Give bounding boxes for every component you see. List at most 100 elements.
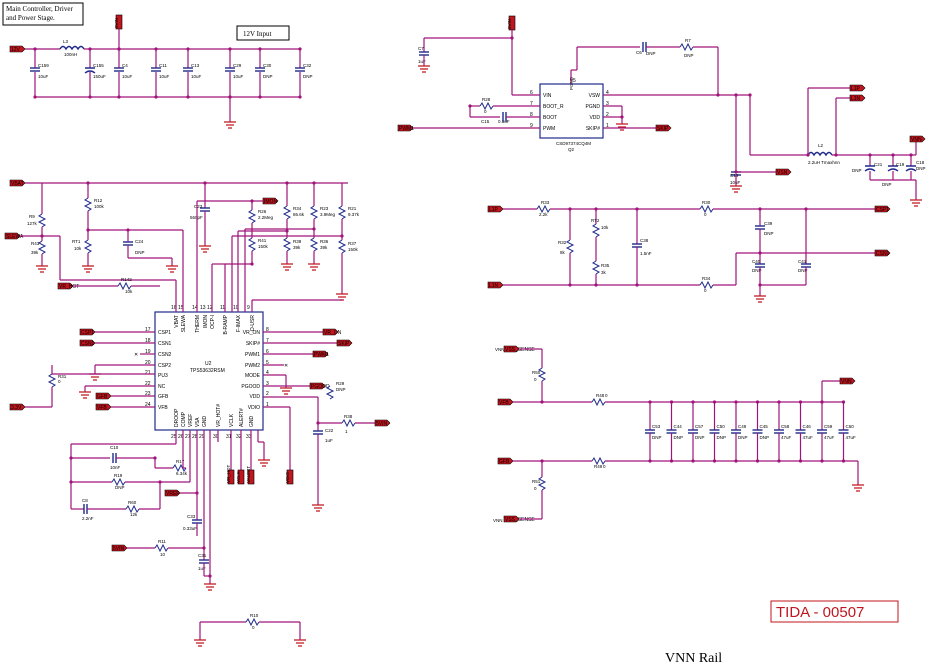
net-label-skip-q2: SKIP <box>657 126 669 132</box>
net-label-vss-sense: VSS_SENSE <box>505 517 535 523</box>
u2-pin-num: 29 <box>199 434 205 440</box>
net-label-5vin-bottom: 5VIN <box>113 546 125 552</box>
u2-pin-name: VBAT <box>174 315 180 328</box>
u2-pin-name: COMP <box>181 411 187 427</box>
r30-val: 0 <box>704 212 707 217</box>
rt1-val: 10k <box>74 246 82 251</box>
input-cap-ref: C159 <box>38 63 49 68</box>
u2-pin-num: 12 <box>207 305 213 311</box>
q2-pin-name: VDD <box>589 115 600 121</box>
inductor-l2 <box>807 151 833 157</box>
r7-ref: R7 <box>685 38 691 43</box>
title-note-line-2: and Power Stage. <box>6 14 55 22</box>
output-cap-val: DNP <box>760 435 770 440</box>
r48-ref: R48 <box>596 393 605 398</box>
power-stage-network: 5VIN C7 1uF C6 DNP R7 DNP R28 0 C1 <box>397 15 926 207</box>
u2-left-nets: CSP1 CSN1 ✕ GFB VFB R31 0 3.3V <box>9 328 155 411</box>
u2-pin-name: VCLK <box>229 413 235 427</box>
r33-val: 2.2k <box>539 212 548 217</box>
input-cap-val: 10uF <box>233 74 244 79</box>
vss-sense-prefix: VNN <box>493 518 503 523</box>
q2-pin-name: BOOT <box>543 115 557 121</box>
u2-pin-name: PWM1 <box>245 352 260 358</box>
resistor-r19 <box>111 477 126 487</box>
r17-val: 6.34k <box>176 471 188 476</box>
input-cap-val: 10uF <box>38 74 49 79</box>
r38-val: 1 <box>345 429 348 434</box>
u2-pin-name: CSN1 <box>158 341 172 347</box>
u2-pin-name: V5A <box>195 417 201 427</box>
q2-pin-num: 6 <box>530 90 533 96</box>
c33-ref: C33 <box>187 514 196 519</box>
u2-pin-num: 4 <box>266 370 269 376</box>
r48-val: 0 <box>605 393 608 398</box>
q2-pin-num: 9 <box>530 123 533 129</box>
u2-pin-num: 17 <box>145 327 151 333</box>
output-cap-ref: C46 <box>803 424 812 429</box>
input-cap-c159: C159 10uF <box>30 47 49 99</box>
resistor-r50 <box>537 367 547 382</box>
u2-pin-num: 3 <box>266 381 269 387</box>
resistor-r35 <box>591 260 601 275</box>
u2-pin-num: 16 <box>171 305 177 311</box>
resistor-r51 <box>537 476 547 491</box>
u2-part: TPS53632RSM <box>190 368 225 374</box>
r34-val: 86.6k <box>293 212 305 217</box>
output-capacitor-bank: C53DNPC44DNPC57DNPC50DNPC49DNPC45DNPC584… <box>645 400 856 463</box>
c31-ref: C31 <box>198 553 207 558</box>
net-label-3v3-left: 3.3V <box>11 405 22 411</box>
r28-ref: R28 <box>482 97 491 102</box>
net-label-l1n: L1N <box>851 96 861 102</box>
net-label-vr-on: VR_ON <box>324 330 342 336</box>
c16-ref: C16 <box>730 173 739 178</box>
input-capacitor-bank: C15910uFC155150uFC410uFC1110uFC1310uFC29… <box>30 47 313 99</box>
r60-ref: R60 <box>128 500 137 505</box>
r9-val: 127k <box>27 221 38 226</box>
r35-val: 3k <box>601 270 607 275</box>
net-label-5vin-right: 5VIN <box>376 421 388 427</box>
q2-pin-num: 1 <box>606 123 609 129</box>
u2-pin-name: CSP1 <box>158 330 171 336</box>
r60-val: 12k <box>130 512 138 517</box>
input-box-label: 12V Input <box>243 30 272 38</box>
resistor-r21 <box>337 205 347 220</box>
c7-val: 1uF <box>418 59 426 64</box>
q2-pin-name: PGND <box>586 104 601 110</box>
u2-pin-num: 9 <box>247 305 250 311</box>
output-cap-val: DNP <box>695 435 705 440</box>
resistor-r48 <box>591 397 606 407</box>
c40-val: DNP <box>752 268 762 273</box>
input-cap-ref: C155 <box>93 63 104 68</box>
c19-ref: C19 <box>896 162 905 167</box>
output-cap-ref: C60 <box>846 424 855 429</box>
resistor-r49 <box>591 456 606 466</box>
l3-ref: L3 <box>63 39 69 44</box>
r51-val: 0 <box>534 486 537 491</box>
net-label-csp1-right: CSP1 <box>876 207 889 213</box>
resistor-r43 <box>37 240 47 255</box>
r34b-ref: R34 <box>702 276 711 281</box>
tida-badge: TIDA - 00507 <box>770 600 899 623</box>
r43-ref: R43 <box>31 241 40 246</box>
output-cap-ref: C45 <box>760 424 769 429</box>
resistor-r17 <box>172 463 187 473</box>
net-label-slewa: SLEWA <box>6 234 24 240</box>
resistor-r32 <box>565 239 575 254</box>
r39-val: 39k <box>293 245 301 250</box>
q2-pin-name: VSW <box>589 93 601 99</box>
r37-ref: R37 <box>348 241 357 246</box>
u2-pin-name: CSP2 <box>158 363 171 369</box>
q2-pin-name: PWM <box>543 126 555 132</box>
rt2-ref: RT2 <box>591 218 600 223</box>
u2-pin-num: 23 <box>145 391 151 397</box>
output-cap-val: DNP <box>717 435 727 440</box>
net-label-l1n-sense: L1N <box>489 283 499 289</box>
u2-body <box>154 311 264 431</box>
q2-pin-top-num: 5 <box>573 78 576 84</box>
r7-val: DNP <box>684 53 694 58</box>
